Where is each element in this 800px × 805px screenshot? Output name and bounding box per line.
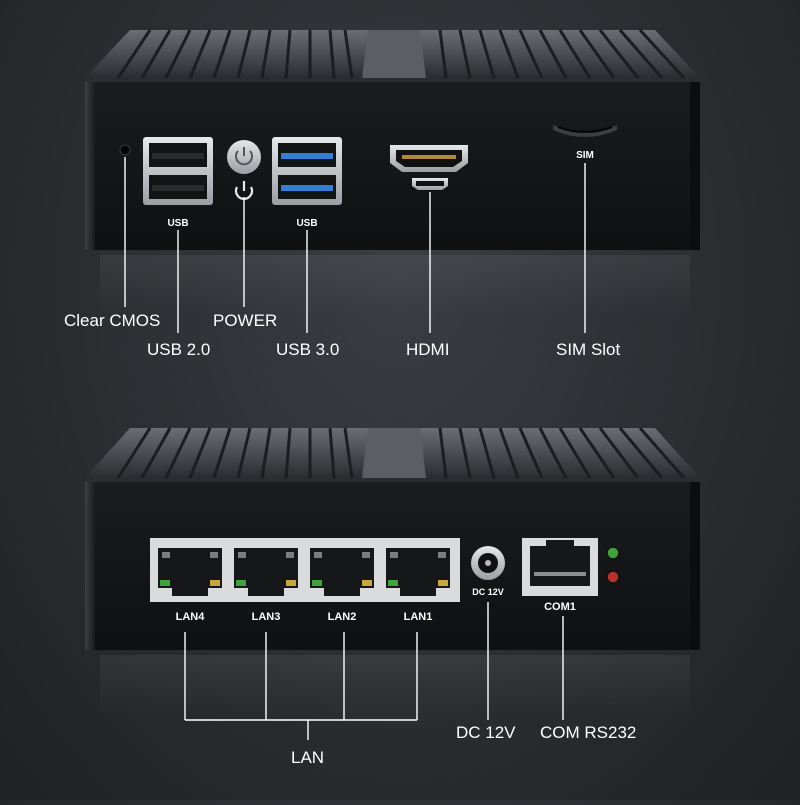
hdmi-port xyxy=(390,145,468,172)
usb3-callout: USB 3.0 xyxy=(276,340,340,359)
front-unit: USB USB SIM xyxy=(85,28,700,315)
usb3-ports xyxy=(272,137,342,205)
power-button xyxy=(227,140,261,174)
com-port xyxy=(522,538,598,596)
usb2-port-label: USB xyxy=(167,218,188,229)
clear-cmos-hole xyxy=(119,144,131,156)
micro-usb-port xyxy=(412,178,448,190)
hdmi-callout: HDMI xyxy=(406,340,450,359)
dc-callout: DC 12V xyxy=(456,723,516,742)
lan4-port-label: LAN4 xyxy=(176,611,206,623)
status-led-red xyxy=(606,570,620,584)
lan-callout: LAN xyxy=(291,748,325,767)
status-led-green xyxy=(606,546,620,560)
clear-cmos-callout: Clear CMOS xyxy=(64,311,161,330)
com-callout: COM RS232 xyxy=(540,723,637,742)
lan-port-3 xyxy=(234,548,298,596)
lan-port-1 xyxy=(386,548,450,596)
heatsink-fins-rear xyxy=(116,427,686,479)
rear-callout-lines xyxy=(184,602,564,740)
power-callout: POWER xyxy=(213,311,278,330)
usb2-callout: USB 2.0 xyxy=(147,340,211,359)
heatsink-fins xyxy=(116,28,686,80)
lan2-port-label: LAN2 xyxy=(328,611,357,623)
rear-unit: LAN4 LAN3 LAN2 LAN1 DC 12V COM1 xyxy=(85,427,700,715)
lan-port-4 xyxy=(158,548,222,596)
front-callout-lines xyxy=(124,157,586,333)
dc-jack xyxy=(471,546,505,580)
usb3-port-label: USB xyxy=(296,218,317,229)
com-port-label: COM1 xyxy=(544,601,576,613)
sim-slot xyxy=(553,125,617,137)
dc-port-label: DC 12V xyxy=(472,587,504,597)
usb2-ports xyxy=(143,137,213,205)
lan1-port-label: LAN1 xyxy=(404,611,433,623)
lan3-port-label: LAN3 xyxy=(252,611,281,623)
lan-ports xyxy=(150,538,460,602)
sim-slot-callout: SIM Slot xyxy=(556,340,621,359)
sim-port-label: SIM xyxy=(576,150,594,161)
lan-port-2 xyxy=(310,548,374,596)
